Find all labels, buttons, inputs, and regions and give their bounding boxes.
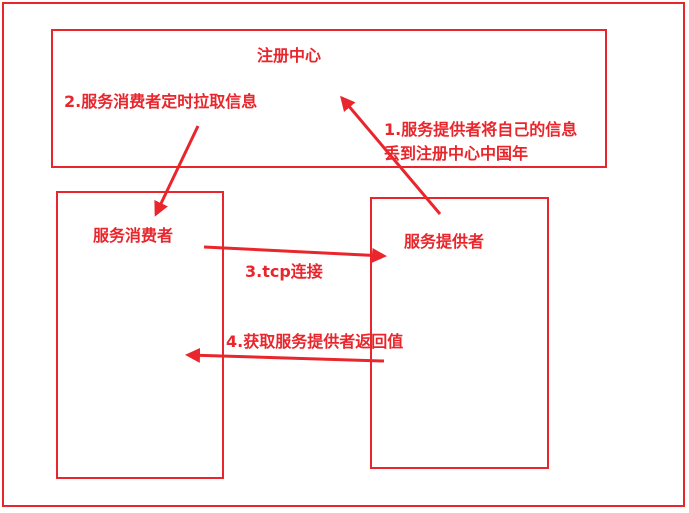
consumer-title: 服务消费者 [93, 226, 174, 245]
arrow-provider-to-registry [340, 95, 442, 215]
registry-box [51, 29, 607, 168]
provider-title: 服务提供者 [404, 232, 485, 251]
arrow-registry-to-consumer [154, 125, 200, 217]
step4-label: 4.获取服务提供者返回值 [226, 332, 404, 351]
step2-label: 2.服务消费者定时拉取信息 [64, 92, 258, 111]
provider-box [370, 197, 549, 469]
outer-frame [2, 2, 685, 507]
consumer-box [56, 191, 224, 479]
step3-label: 3.tcp连接 [245, 262, 323, 281]
arrow-consumer-to-provider [203, 245, 387, 263]
registry-title: 注册中心 [257, 46, 322, 65]
arrow-provider-to-consumer [185, 347, 385, 363]
step1-label-line2: 丢到注册中心中国年 [384, 144, 529, 163]
step1-label-line1: 1.服务提供者将自己的信息 [384, 120, 578, 139]
